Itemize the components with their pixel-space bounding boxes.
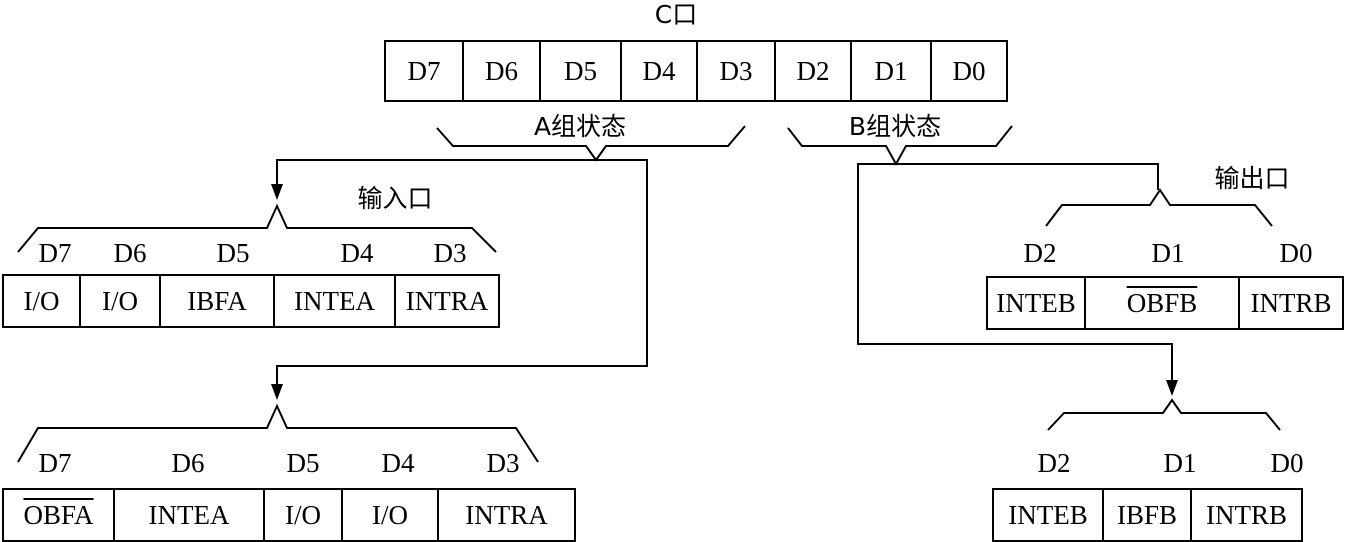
brace-a-input [17, 203, 497, 253]
route-b-output [896, 163, 1159, 190]
a-output-cell: INTEA [113, 488, 265, 542]
a-output-cell: OBFA [2, 488, 115, 542]
a-input-bit-label: D3 [433, 238, 467, 268]
a-output-bit-label: D6 [171, 448, 205, 478]
c-port-bit: D5 [539, 40, 622, 102]
a-output-cell: I/O [263, 488, 343, 542]
a-output-bit-label: D3 [486, 448, 520, 478]
b-input-bit-label: D1 [1163, 448, 1197, 478]
b-output-cell: INTEB [986, 276, 1086, 330]
a-input-bit-label: D7 [38, 238, 72, 268]
b-input-cell: INTEB [992, 488, 1104, 542]
a-output-bit-label: D4 [381, 448, 415, 478]
c-port-bit: D2 [774, 40, 852, 102]
a-input-bit-label: D5 [216, 238, 250, 268]
b-input-bit-label: D2 [1037, 448, 1071, 478]
a-input-cell: IBFA [159, 274, 275, 328]
brace-b-output [1045, 188, 1273, 227]
b-output-label: 输出口 [1214, 164, 1290, 193]
c-port-bit: D4 [620, 40, 698, 102]
brace-a-output [17, 403, 539, 463]
arrow-b-input [1166, 380, 1178, 396]
a-output-cell: INTRA [437, 488, 576, 542]
b-output-bit-label: D2 [1023, 238, 1057, 268]
c-port-bit: D6 [462, 40, 541, 102]
a-output-bit-label: D7 [38, 448, 72, 478]
route-a [276, 159, 648, 395]
c-port-bit: D0 [930, 40, 1008, 102]
a-output-cell: I/O [341, 488, 439, 542]
c-port-bit: D3 [696, 40, 776, 102]
route-a-input [276, 159, 596, 186]
a-input-cell: I/O [79, 274, 161, 328]
b-output-bit-label: D0 [1279, 238, 1313, 268]
c-port-bit: D1 [850, 40, 932, 102]
group-b-label: B组状态 [848, 112, 942, 141]
b-input-cell: INTRB [1190, 488, 1303, 542]
b-input-bit-label: D0 [1270, 448, 1304, 478]
route-b [857, 163, 1173, 380]
b-output-cell: OBFB [1084, 276, 1240, 330]
group-a-label: A组状态 [533, 112, 627, 141]
c-port-title: C口 [654, 0, 698, 29]
a-input-bit-label: D6 [113, 238, 147, 268]
a-input-cell: INTEA [273, 274, 396, 328]
a-input-cell: INTRA [394, 274, 500, 328]
brace-b-input [1047, 398, 1281, 431]
a-output-bit-label: D5 [286, 448, 320, 478]
a-input-label: 输入口 [357, 184, 433, 213]
arrow-a-output [271, 384, 283, 400]
b-output-bit-label: D1 [1151, 238, 1185, 268]
a-input-cell: I/O [2, 274, 81, 328]
b-input-cell: IBFB [1102, 488, 1192, 542]
arrow-a-input [271, 184, 283, 200]
a-input-bit-label: D4 [340, 238, 374, 268]
c-port-bit: D7 [384, 40, 464, 102]
b-output-cell: INTRB [1238, 276, 1344, 330]
